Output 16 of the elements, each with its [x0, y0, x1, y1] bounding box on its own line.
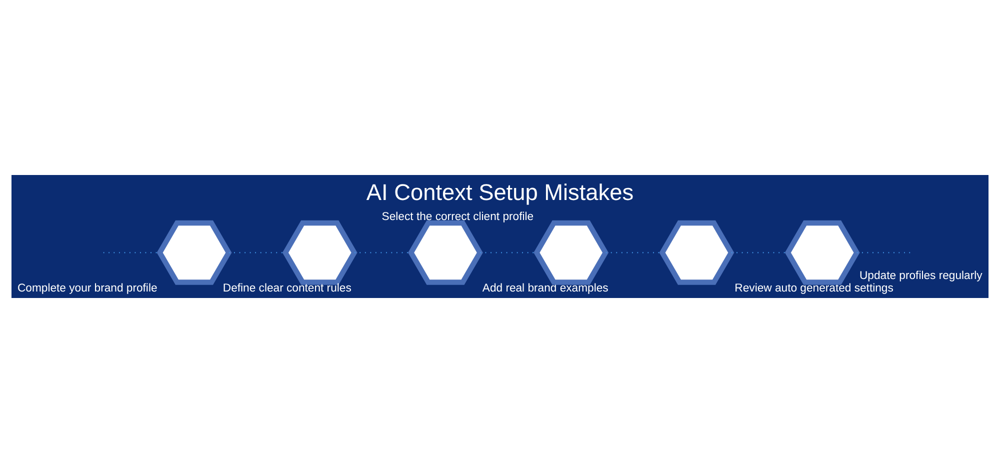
node-hexagon	[408, 220, 483, 284]
node-label: Define clear content rules	[222, 282, 352, 294]
node-label: Update profiles regularly	[860, 270, 982, 282]
connector	[228, 251, 286, 253]
node-label: Review auto generated settings	[734, 282, 894, 294]
node-label: Complete your brand profile	[17, 282, 158, 294]
diagram-title: AI Context Setup Mistakes	[366, 178, 634, 205]
node-hexagon	[784, 220, 860, 284]
connector	[354, 251, 411, 253]
node-label: Select the correct client profile	[382, 210, 534, 222]
connector	[480, 251, 536, 253]
node-hexagon	[534, 220, 609, 284]
node-hexagon	[156, 220, 232, 284]
node-label: Add real brand examples	[482, 282, 608, 294]
node-hexagon	[282, 220, 358, 284]
node-hexagon	[659, 220, 734, 284]
